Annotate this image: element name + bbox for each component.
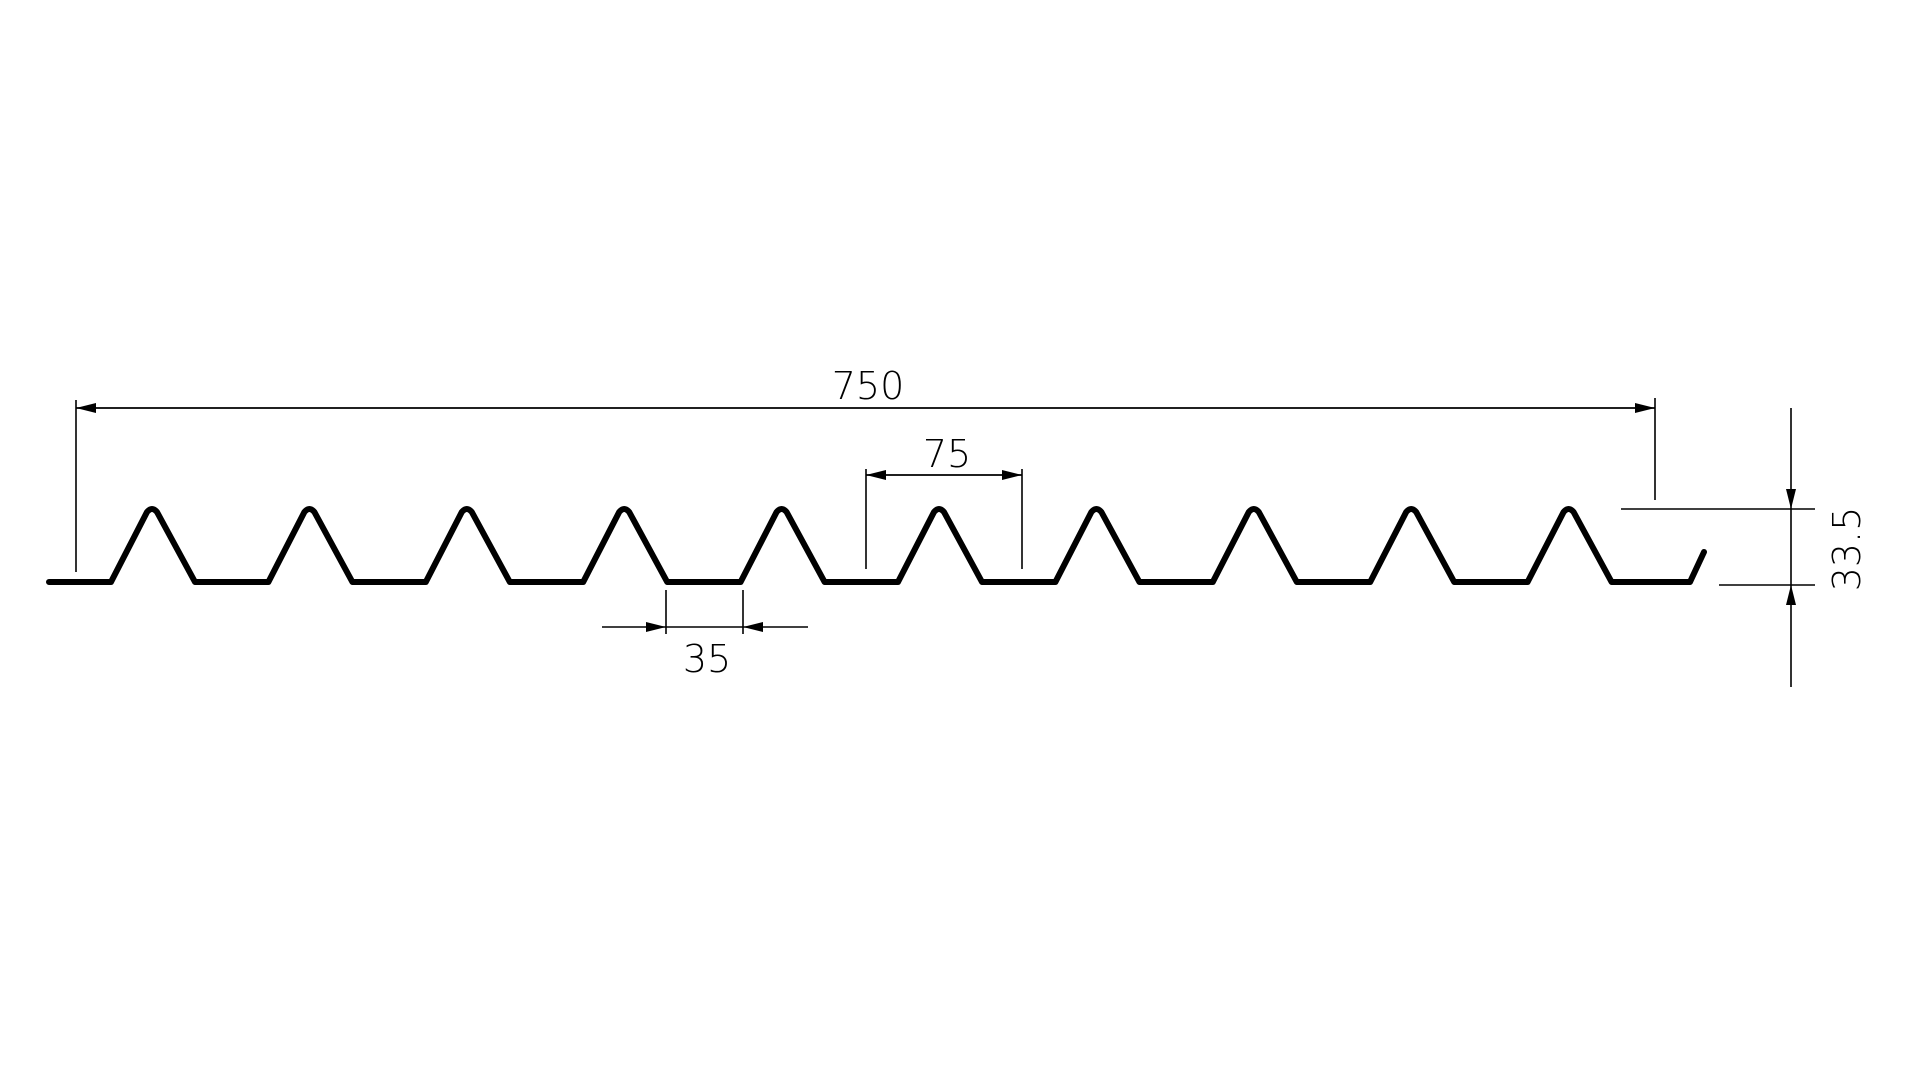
- dimension-overall-width: [75, 398, 1656, 572]
- dimension-rib-pitch: [865, 469, 1023, 569]
- dimension-valley-width: [602, 590, 808, 634]
- sheet-profile: [46, 506, 1707, 585]
- dimension-label-33-5: 33.5: [1825, 507, 1869, 592]
- dimension-label-75: 75: [923, 432, 971, 476]
- dimension-label-750: 750: [832, 364, 905, 408]
- dimension-profile-height: [1621, 408, 1815, 687]
- dimension-label-35: 35: [683, 637, 731, 681]
